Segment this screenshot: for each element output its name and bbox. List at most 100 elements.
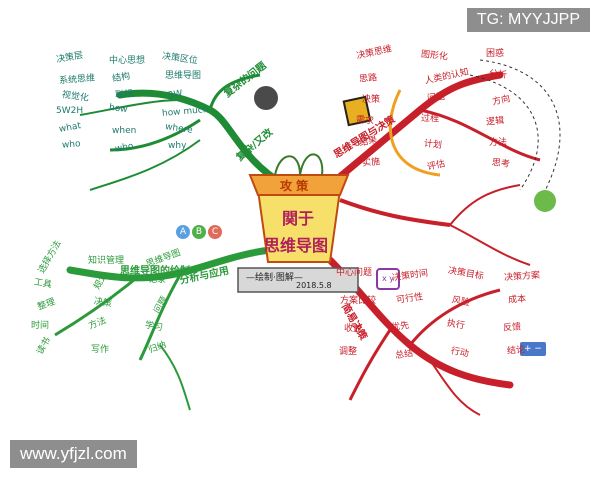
branch-top-left-3 <box>109 118 201 152</box>
leaf-cluster-bottom-right: 中心问题决策时间决策目标决策方案方案比较可行性风险成本收益优先执行反馈调整总结行… <box>336 265 565 420</box>
branch-top-left-2 <box>208 73 261 111</box>
top-right-leaf-14: 方法 <box>489 138 508 148</box>
top-right-leaf-15: 实施 <box>361 157 381 169</box>
bottom-left-leaf-14: 归纳 <box>147 340 168 356</box>
top-left-leaf-15: who <box>61 139 81 151</box>
top-left-leaf-16: who <box>114 141 135 155</box>
center-leaves <box>274 153 324 176</box>
top-left-leaf-12: what <box>58 121 82 135</box>
top-left-leaf-11: how much <box>161 104 209 120</box>
watermark-top-right: TG: MYYJJPP <box>466 8 590 32</box>
leaf-cluster-top-right: 决策思维图形化困惑思路人类的认知分析决策问题方向需求过程逻辑结果计划方法实施评估… <box>355 44 560 260</box>
branch-sub-bottom-left: 思维导图的绘制 <box>120 266 190 277</box>
top-left-leaf-0: 决策层 <box>55 50 84 66</box>
bottom-right-leaf-10: 执行 <box>446 318 466 332</box>
top-left-leaf-10: how <box>108 102 129 116</box>
bottom-left-leaf-1: 知识管理 <box>88 256 125 266</box>
top-left-leaf-1: 中心思想 <box>109 56 146 66</box>
bottom-left-leaf-7: 决策 <box>93 296 113 310</box>
orange-arc <box>388 89 441 177</box>
top-right-leaf-17: 思考 <box>491 158 511 170</box>
bottom-left-leaf-5: 记录 <box>148 275 167 285</box>
top-right-leaf-0: 决策思维 <box>355 44 393 62</box>
center-plate <box>237 267 359 293</box>
bottom-left-leaf-8: 问题 <box>152 294 171 316</box>
branch-bottom-left-main <box>66 246 274 282</box>
bottom-right-leaf-2: 决策目标 <box>447 265 485 283</box>
top-right-leaf-2: 困惑 <box>486 49 505 59</box>
top-right-leaf-4: 人类的认知 <box>423 67 470 87</box>
center-vase-top <box>248 174 350 196</box>
top-left-leaf-9: 5W2H <box>56 106 84 116</box>
bottom-right-leaf-7: 成本 <box>507 294 527 306</box>
top-right-leaf-10: 过程 <box>421 114 440 124</box>
bottom-right-leaf-9: 优先 <box>390 320 410 334</box>
bottom-left-leaf-13: 写作 <box>91 345 110 355</box>
watermark-bottom-left: www.yfjzl.com <box>10 440 137 468</box>
leaf-cluster-bottom-left: 选择方法知识管理思维导图工具规划记录整理决策问题时间方法学习读书写作归纳 <box>31 239 210 420</box>
bottom-right-leaf-0: 中心问题 <box>336 268 373 278</box>
branch-top-right-5 <box>449 184 521 226</box>
top-right-leaf-12: 结果 <box>358 135 379 149</box>
top-left-leaf-17: why <box>168 141 187 151</box>
branch-bottom-left-3 <box>54 273 141 337</box>
bottom-right-leaf-11: 反馈 <box>502 322 522 334</box>
bottom-right-leaf-14: 行动 <box>450 346 470 360</box>
top-right-leaf-16: 评估 <box>426 159 447 173</box>
branch-bottom-left-2 <box>138 274 182 361</box>
branch-bottom-right-2 <box>408 288 501 346</box>
tree-icon <box>254 86 278 110</box>
branch-top-left-4 <box>79 99 181 116</box>
top-left-leaf-8: 3W <box>167 88 184 102</box>
bottom-right-leaf-3: 决策方案 <box>503 270 541 284</box>
branch-top-left-5 <box>89 139 201 191</box>
abc-icon: A B C <box>176 225 222 239</box>
top-right-leaf-6: 决策 <box>362 95 381 105</box>
bottom-left-leaf-4: 规划 <box>92 270 111 292</box>
graph-icon <box>534 190 556 212</box>
abc-icon-a: A <box>176 225 190 239</box>
bottom-left-leaf-11: 学习 <box>144 320 164 334</box>
branch-top-right-3 <box>339 198 451 227</box>
branch-bottom-right-4 <box>429 359 481 416</box>
abc-icon-c: C <box>208 225 222 239</box>
bottom-left-leaf-6: 整理 <box>36 297 57 313</box>
bottom-right-leaf-6: 风险 <box>451 295 471 309</box>
branch-top-right-main <box>326 71 504 189</box>
top-right-leaf-9: 需求 <box>355 115 375 127</box>
top-left-leaf-14: where <box>164 122 194 136</box>
bottom-right-leaf-4: 方案比较 <box>340 296 377 306</box>
bottom-left-leaf-10: 方法 <box>87 316 108 332</box>
bottom-left-leaf-3: 工具 <box>33 277 53 291</box>
bottom-right-leaf-12: 调整 <box>339 347 358 357</box>
top-right-leaf-13: 计划 <box>423 139 443 151</box>
top-left-leaf-4: 结构 <box>111 71 132 85</box>
abc-icon-b: B <box>192 225 206 239</box>
branch-top-right-2 <box>419 108 541 162</box>
xy-icon: x y <box>376 268 400 290</box>
top-right-leaf-7: 问题 <box>426 92 446 104</box>
branch-bottom-left-4 <box>159 344 191 411</box>
bottom-right-leaf-8: 收益 <box>344 324 363 334</box>
bottom-right-leaf-15: 结论 <box>506 345 526 357</box>
branch-top-right-4 <box>449 224 531 266</box>
top-left-leaf-3: 系统思维 <box>58 73 96 87</box>
top-right-leaf-1: 图形化 <box>420 49 449 63</box>
top-right-leaf-8: 方向 <box>491 94 512 108</box>
center-title-line1: 関于 <box>282 209 315 228</box>
bottom-right-leaf-1: 决策时间 <box>391 268 429 284</box>
top-right-leaf-3: 思路 <box>358 73 378 85</box>
top-left-leaf-13: when <box>112 126 137 136</box>
top-left-leaf-2: 决策区位 <box>161 51 199 67</box>
top-left-leaf-5: 思维导图 <box>165 71 202 81</box>
center-plate-text: —绘制·图解— <box>246 273 303 283</box>
plus-minus-icon: + − <box>520 342 546 356</box>
top-left-leaf-7: 联想 <box>114 89 134 101</box>
bottom-left-leaf-9: 时间 <box>31 321 50 331</box>
center-date: 2018.5.8 <box>296 281 332 290</box>
branch-top-left-main <box>116 89 289 189</box>
bottom-left-leaf-12: 读书 <box>35 335 54 357</box>
